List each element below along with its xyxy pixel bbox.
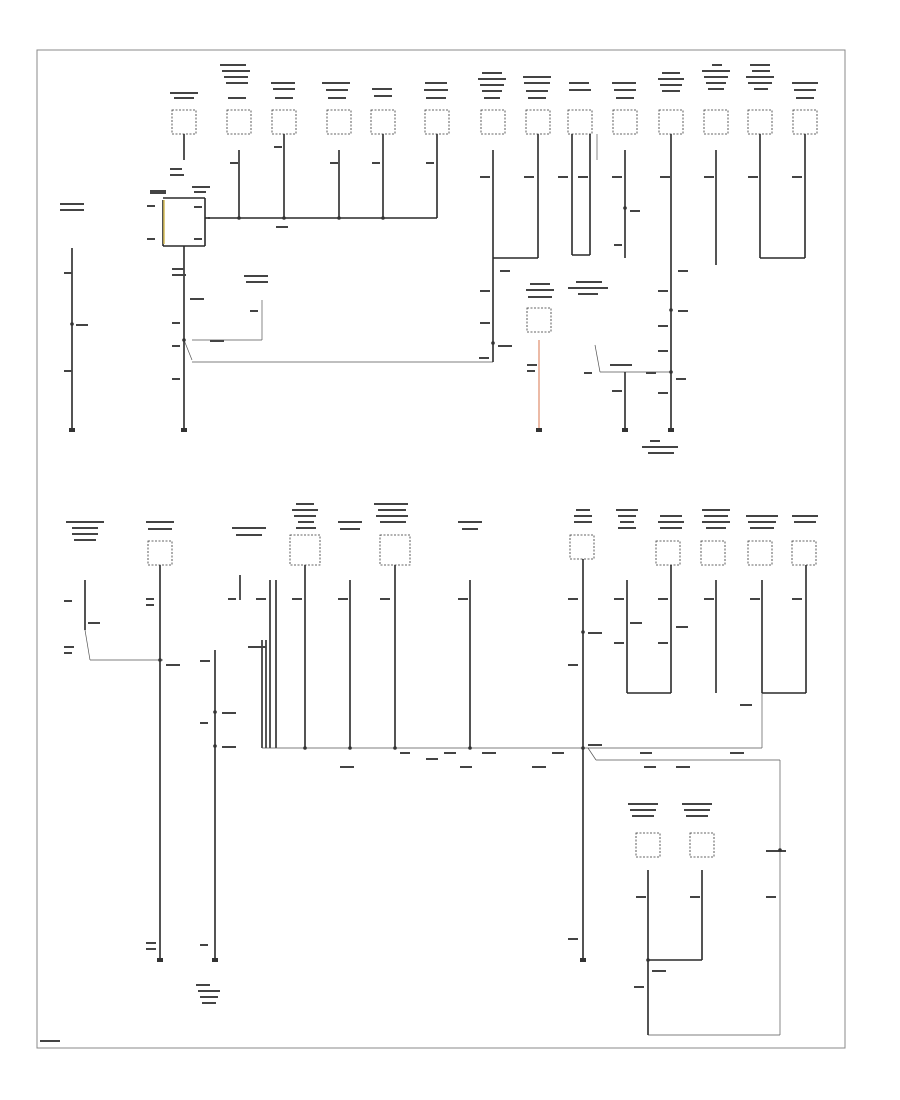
ground-symbol <box>212 958 218 962</box>
ground-symbol <box>622 428 628 432</box>
bottom-grounds <box>157 958 586 962</box>
component-box <box>147 540 173 566</box>
top-grounds <box>69 428 674 432</box>
component-box <box>792 109 818 135</box>
component-box <box>289 534 321 566</box>
component-box <box>703 109 729 135</box>
top-section <box>60 64 818 454</box>
top-splices <box>70 206 673 374</box>
component-box <box>326 109 352 135</box>
bottom-tags <box>64 598 802 988</box>
ground-symbol <box>69 428 75 432</box>
component-box <box>612 109 638 135</box>
ground-symbol <box>580 958 586 962</box>
component-box <box>700 540 726 566</box>
component-box <box>635 832 661 858</box>
ground-symbol <box>668 428 674 432</box>
component-box <box>569 534 595 560</box>
bottom-section <box>40 503 818 1042</box>
component-box <box>525 109 551 135</box>
top-label-marks <box>60 64 818 454</box>
bottom-wires <box>84 559 807 1036</box>
top-component-boxes <box>171 109 818 333</box>
component-box <box>480 109 506 135</box>
component-box <box>370 109 396 135</box>
component-box <box>379 534 411 566</box>
component-box <box>747 540 773 566</box>
component-box <box>747 109 773 135</box>
component-box <box>171 109 197 135</box>
bottom-label-marks <box>40 503 818 1042</box>
diagram-frame <box>36 49 846 1049</box>
component-box <box>567 109 593 135</box>
top-tags <box>64 146 802 394</box>
bottom-splices <box>158 630 782 962</box>
component-box <box>658 109 684 135</box>
component-box <box>424 109 450 135</box>
component-box <box>226 109 252 135</box>
component-box <box>791 540 817 566</box>
ground-symbol <box>157 958 163 962</box>
component-box <box>655 540 681 566</box>
component-box <box>271 109 297 135</box>
bottom-component-boxes <box>147 534 817 858</box>
ground-symbol <box>181 428 187 432</box>
component-box <box>689 832 715 858</box>
ground-symbol <box>536 428 542 432</box>
top-wires <box>71 134 806 430</box>
component-box <box>526 307 552 333</box>
